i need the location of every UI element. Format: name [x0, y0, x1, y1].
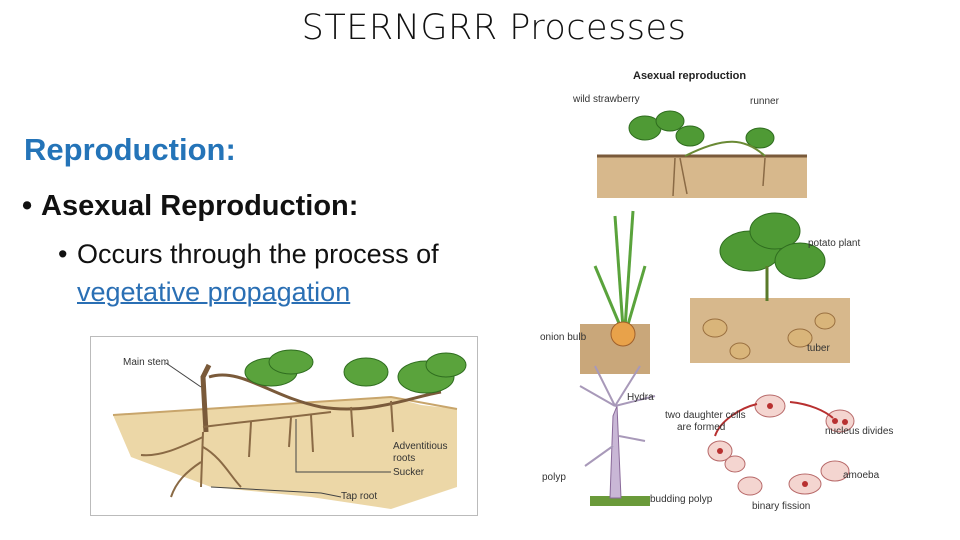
- vegetative-propagation-link[interactable]: vegetative propagation: [77, 277, 351, 307]
- label-asexual-title: Asexual reproduction: [633, 70, 747, 82]
- label-runner: runner: [750, 96, 779, 107]
- label-main-stem: Main stem: [123, 357, 170, 368]
- label-nucleus-divides: nucleus divides: [825, 426, 894, 437]
- label-adventitious: Adventitious: [393, 441, 448, 452]
- vegetative-propagation-diagram: Main stem Adventitious roots Sucker Tap …: [90, 336, 478, 516]
- label-tap-root: Tap root: [341, 491, 378, 502]
- label-onion-bulb: onion bulb: [540, 332, 587, 343]
- asexual-reproduction-diagram: Asexual reproduction wild strawberry run…: [535, 66, 905, 516]
- bullet-process-text: Occurs through the process of: [77, 239, 439, 269]
- label-are-formed: are formed: [677, 422, 726, 433]
- bullet-dot: •: [58, 239, 68, 269]
- label-budding-polyp: budding polyp: [650, 494, 713, 505]
- section-heading: Reproduction:: [24, 132, 236, 167]
- label-potato-plant: potato plant: [808, 238, 861, 249]
- bullet-process: • Occurs through the process of vegetativ…: [58, 235, 439, 311]
- label-tuber: tuber: [807, 343, 830, 354]
- label-binary-fission: binary fission: [752, 501, 811, 512]
- plant-roots-illustration: [112, 349, 467, 509]
- label-hydra: Hydra: [627, 392, 654, 403]
- label-polyp: polyp: [542, 472, 566, 483]
- label-amoeba: amoeba: [843, 470, 880, 481]
- label-wild-strawberry: wild strawberry: [573, 94, 640, 105]
- bullet-asexual: •Asexual Reproduction:: [22, 190, 358, 223]
- label-two-daughter-cells: two daughter cells: [665, 410, 746, 421]
- label-sucker: Sucker: [393, 467, 425, 478]
- slide-title: STERNGRR Processes: [301, 8, 687, 48]
- asexual-examples-illustration: [579, 110, 855, 506]
- bullet-dot: •: [22, 190, 33, 222]
- bullet-asexual-text: Asexual Reproduction:: [41, 190, 359, 222]
- label-roots: roots: [393, 453, 416, 464]
